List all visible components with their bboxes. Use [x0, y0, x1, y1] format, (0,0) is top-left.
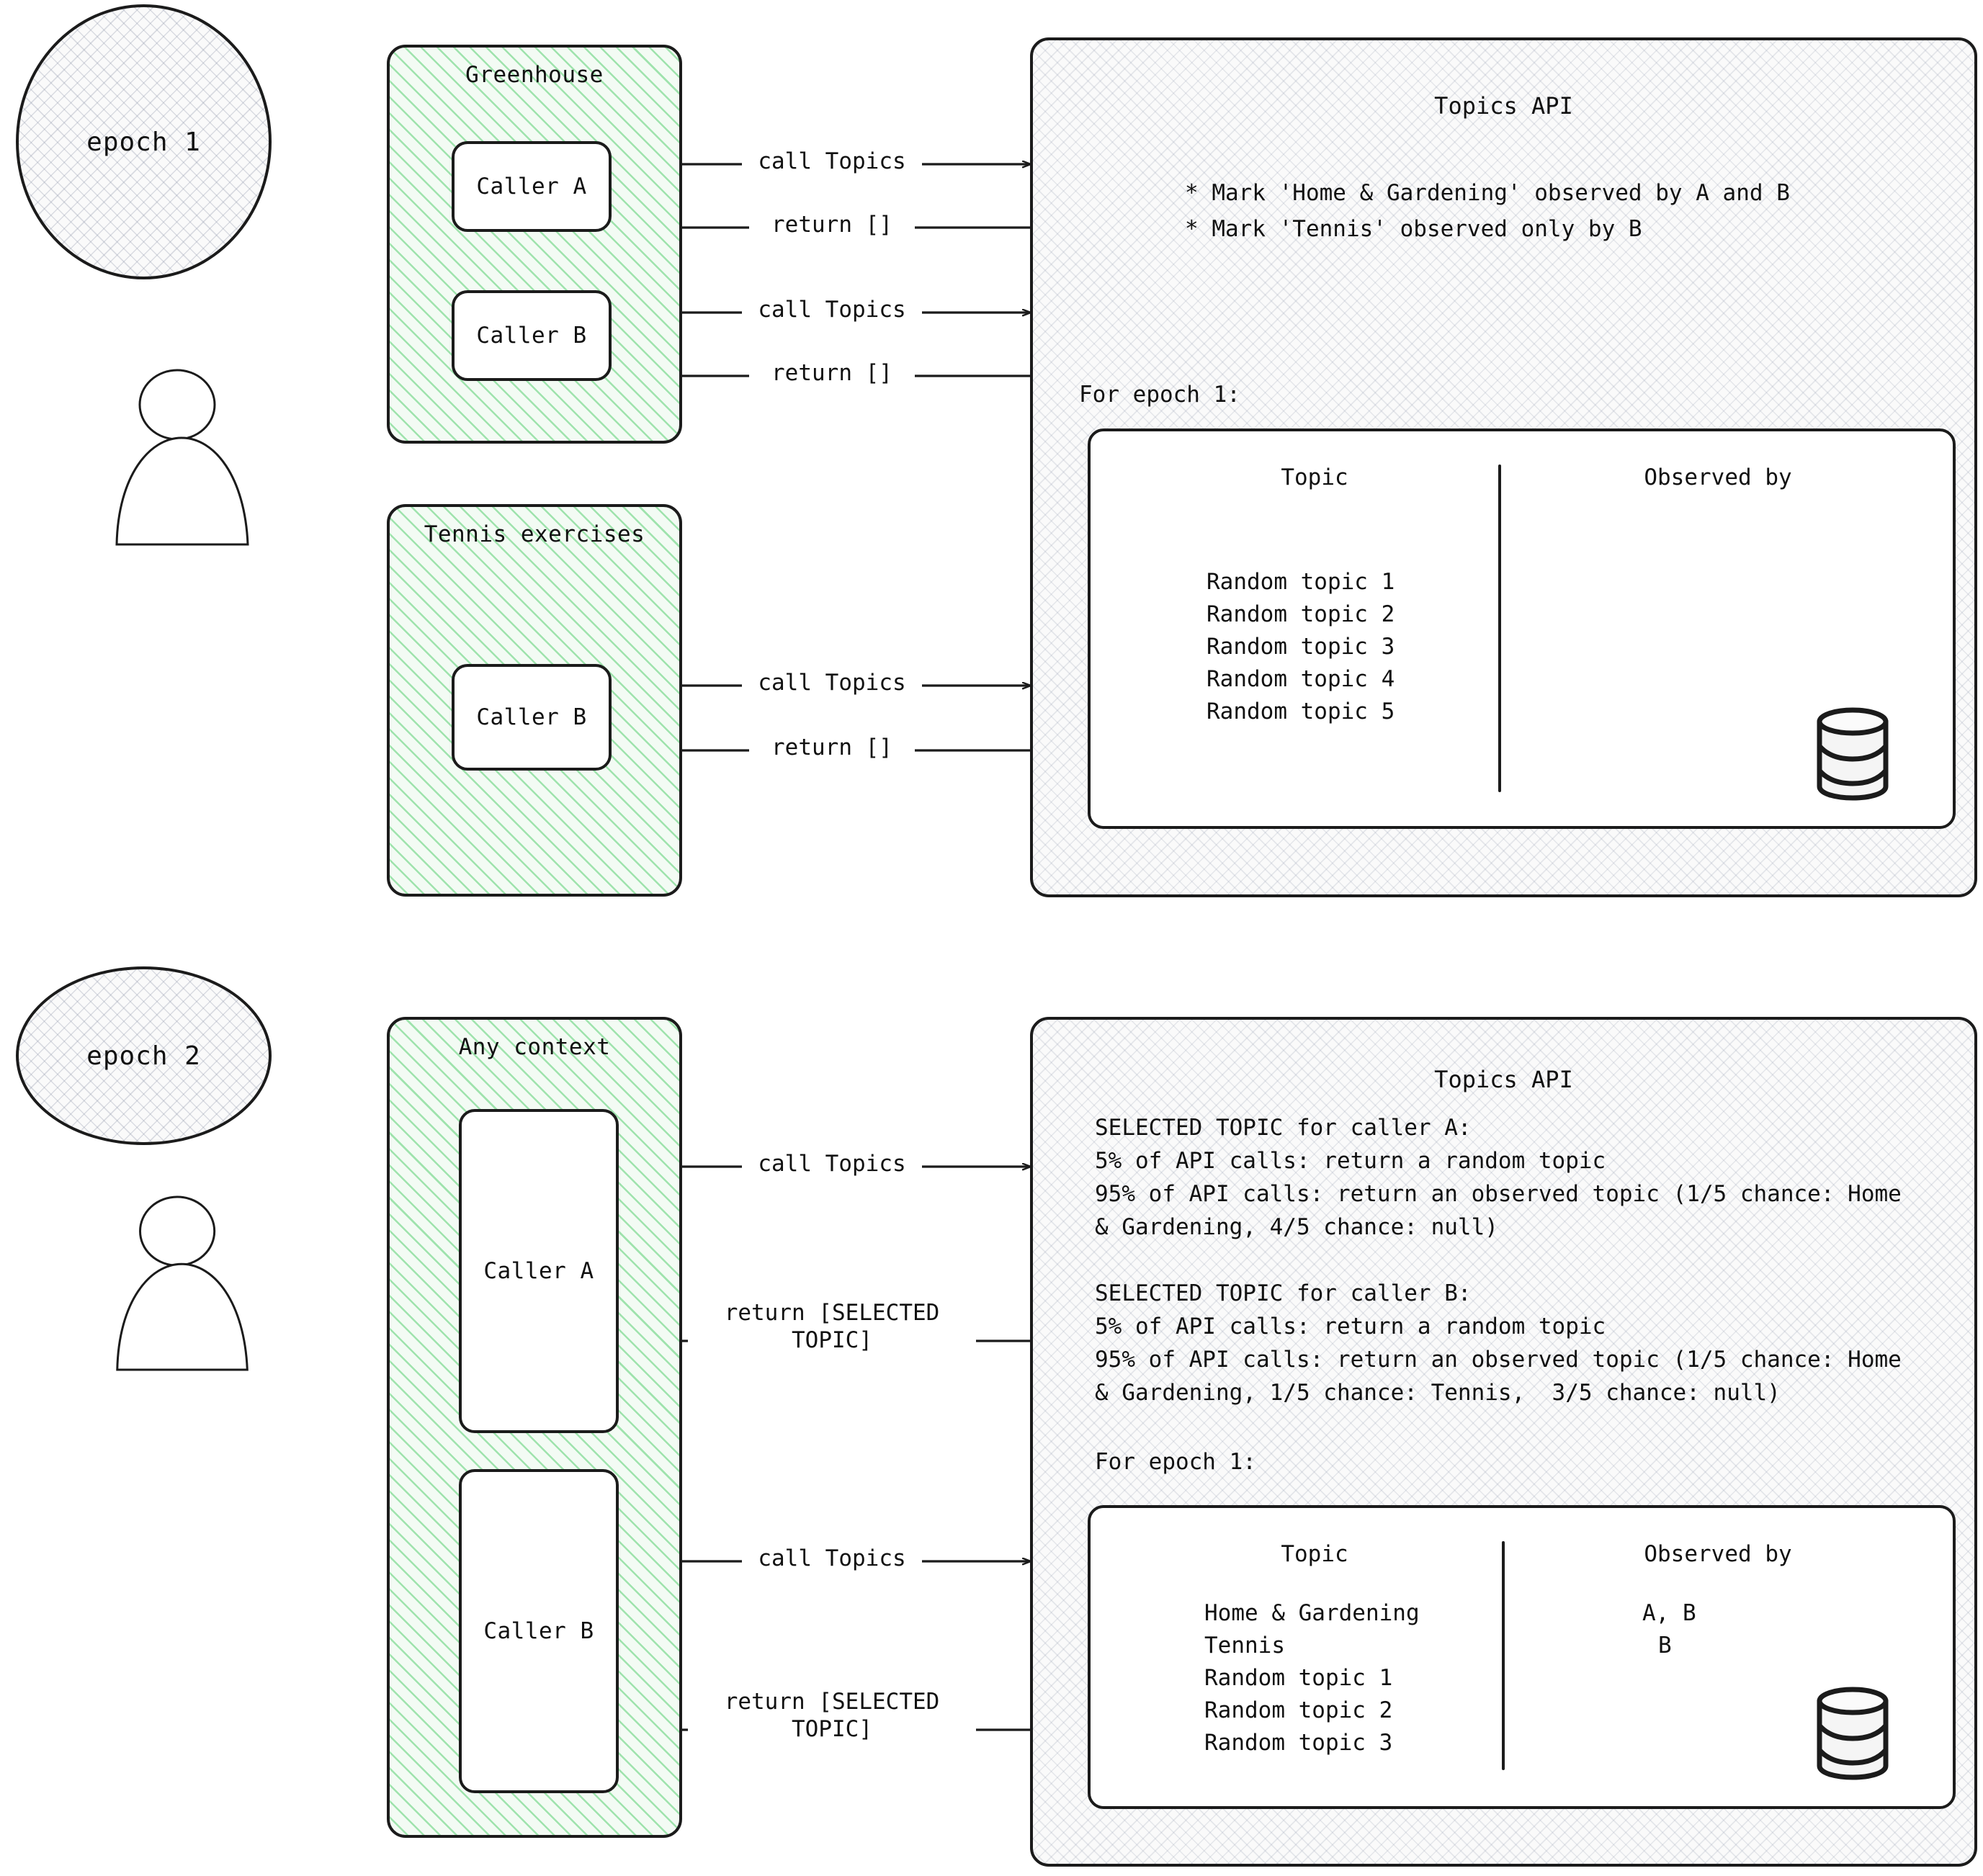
caller-a-any-context-label: Caller A	[483, 1258, 594, 1284]
selected-topic-a-line-2: 95% of API calls: return an observed top…	[1095, 1181, 1902, 1207]
arrow-label-return-b1: return []	[749, 360, 915, 387]
epoch-1-cell-topic-3: Random topic 4	[1207, 666, 1395, 692]
arrow-label-call-topics-a1: call Topics	[742, 148, 922, 176]
arrow-label-call-topics-b1: call Topics	[742, 297, 922, 324]
topics-api-table-caption-epoch-1: For epoch 1:	[1079, 382, 1240, 408]
topics-api-bullet-2: * Mark 'Tennis' observed only by B	[1185, 216, 1642, 242]
topics-api-table-caption-epoch-2: For epoch 1:	[1095, 1449, 1256, 1475]
epoch-1-cell-topic-1: Random topic 2	[1207, 601, 1395, 627]
epoch-2-cell-observed-1: B	[1658, 1633, 1672, 1659]
topics-api-bullet-1: * Mark 'Home & Gardening' observed by A …	[1185, 180, 1790, 206]
epoch-1-col-topic: Topic	[1281, 464, 1348, 490]
caller-b-greenhouse-label: Caller B	[476, 323, 587, 349]
selected-topic-a-line-3: & Gardening, 4/5 chance: null)	[1095, 1214, 1498, 1240]
selected-topic-b-line-2: 95% of API calls: return an observed top…	[1095, 1347, 1902, 1373]
epoch-1-table-separator	[1498, 464, 1501, 792]
epoch-2-cell-topic-0: Home & Gardening	[1204, 1600, 1420, 1626]
arrow-label-return-a1: return []	[749, 212, 915, 239]
arrow-label-return-b-tennis: return []	[749, 735, 915, 762]
topics-api-title-epoch-1: Topics API	[1434, 92, 1573, 120]
epoch-2-col-topic: Topic	[1281, 1541, 1348, 1567]
epoch-2-topics-table	[1088, 1505, 1956, 1809]
selected-topic-b-line-3: & Gardening, 1/5 chance: Tennis, 3/5 cha…	[1095, 1380, 1781, 1406]
database-cylinder-icon-epoch-2	[1817, 1687, 1889, 1780]
epoch-2-cell-topic-4: Random topic 3	[1204, 1730, 1393, 1756]
context-tennis-exercises-title: Tennis exercises	[424, 521, 645, 547]
epoch-1-label: epoch 1	[86, 127, 201, 157]
epoch-1-bubble: epoch 1	[16, 4, 272, 279]
topics-api-title-epoch-2: Topics API	[1434, 1066, 1573, 1093]
database-cylinder-icon-epoch-1	[1817, 707, 1889, 801]
caller-b-greenhouse[interactable]: Caller B	[452, 290, 612, 381]
selected-topic-a-heading: SELECTED TOPIC for caller A:	[1095, 1115, 1472, 1141]
epoch-2-label: epoch 2	[86, 1041, 201, 1071]
arrow-label-call-topics-b2: call Topics	[742, 1545, 922, 1573]
epoch-1-topics-table	[1088, 428, 1956, 829]
selected-topic-b-line-1: 5% of API calls: return a random topic	[1095, 1314, 1606, 1339]
context-greenhouse-title: Greenhouse	[465, 62, 604, 88]
arrow-label-call-topics-a2: call Topics	[742, 1151, 922, 1178]
selected-topic-b-heading: SELECTED TOPIC for caller B:	[1095, 1280, 1472, 1306]
epoch-2-cell-topic-3: Random topic 2	[1204, 1697, 1393, 1723]
caller-b-tennis-label: Caller B	[476, 704, 587, 730]
caller-b-any-context[interactable]: Caller B	[459, 1469, 619, 1793]
epoch-1-cell-topic-4: Random topic 5	[1207, 699, 1395, 724]
arrow-label-return-selected-topic-a2: return [SELECTED TOPIC]	[688, 1300, 976, 1355]
context-any-context-title: Any context	[458, 1034, 611, 1060]
epoch-1-cell-topic-2: Random topic 3	[1207, 634, 1395, 660]
context-greenhouse[interactable]: Greenhouse	[387, 45, 682, 444]
caller-a-any-context[interactable]: Caller A	[459, 1109, 619, 1433]
epoch-2-col-observed-by: Observed by	[1644, 1541, 1792, 1567]
epoch-1-cell-topic-0: Random topic 1	[1207, 569, 1395, 595]
epoch-2-cell-topic-1: Tennis	[1204, 1633, 1285, 1659]
epoch-2-table-separator	[1502, 1541, 1505, 1770]
epoch-2-bubble: epoch 2	[16, 966, 272, 1145]
caller-a-greenhouse-label: Caller A	[476, 174, 587, 199]
arrow-label-call-topics-b-tennis: call Topics	[742, 670, 922, 697]
epoch-2-cell-observed-0: A, B	[1642, 1600, 1696, 1626]
epoch-1-col-observed-by: Observed by	[1644, 464, 1792, 490]
arrow-label-return-selected-topic-b2: return [SELECTED TOPIC]	[688, 1689, 976, 1743]
caller-b-tennis[interactable]: Caller B	[452, 664, 612, 771]
epoch-2-cell-topic-2: Random topic 1	[1204, 1665, 1393, 1691]
caller-a-greenhouse[interactable]: Caller A	[452, 141, 612, 232]
caller-b-any-context-label: Caller B	[483, 1618, 594, 1644]
selected-topic-a-line-1: 5% of API calls: return a random topic	[1095, 1148, 1606, 1174]
